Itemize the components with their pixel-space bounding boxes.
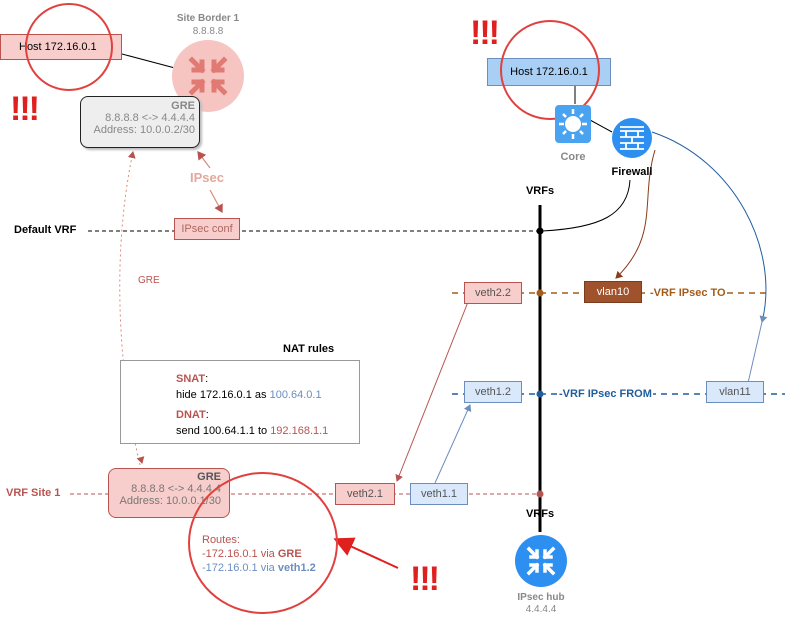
nat-rules-box: NAT rules SNAT: hide 172.16.0.1 as 100.6…	[120, 343, 360, 444]
ipsec-hub-icon[interactable]	[515, 535, 567, 587]
veth12-box[interactable]: veth1.2	[464, 381, 522, 403]
firewall-vlan11-curve	[651, 131, 768, 323]
nat-rules-title: NAT rules	[281, 343, 337, 355]
snat-text: hide 172.16.0.1 as	[176, 389, 270, 401]
exclamation-bottom: !!!	[410, 560, 440, 598]
ipsec-hub-ip: 4.4.4.4	[525, 604, 557, 615]
veth22-veth21-arrow	[395, 301, 469, 482]
veth11-veth12-arrow	[434, 404, 472, 484]
gre-bottom-line2: Address: 10.0.0.1/30	[119, 495, 221, 507]
vrf-site1-label: VRF Site 1	[6, 487, 63, 499]
vrfs-top-label: VRFs	[525, 185, 555, 197]
core-switch-icon[interactable]	[555, 105, 591, 143]
route1-prefix: -172.16.0.1 via	[202, 548, 278, 560]
alert-arrow	[333, 537, 399, 569]
ipsec-hub-title: IPsec hub	[517, 592, 565, 603]
alert-circle-routes	[188, 472, 338, 614]
alert-circle-host-right	[500, 20, 600, 120]
firewall-icon[interactable]	[612, 118, 652, 158]
gre-top-line2: Address: 10.0.0.2/30	[93, 124, 195, 136]
gre-bottom-line1: 8.8.8.8 <-> 4.4.4.4	[131, 483, 221, 495]
site-border-title: Site Border 1	[176, 13, 240, 24]
dnat-ip: 192.168.1.1	[270, 425, 329, 437]
ipsec-label: IPsec	[190, 170, 224, 185]
dnat-label: DNAT	[176, 409, 206, 421]
route2-prefix: -172.16.0.1 via	[202, 562, 278, 574]
vlan10-box[interactable]: vlan10	[584, 281, 642, 303]
vrf-ipsec-from-label: -VRF IPsec FROM	[558, 388, 653, 400]
ipsec-arrow-up	[197, 151, 211, 169]
snat-colon: :	[205, 373, 209, 385]
dnat-colon: :	[205, 409, 209, 421]
ipsec-arrow-down	[209, 189, 223, 214]
dnat-text: send 100.64.1.1 to	[176, 425, 271, 437]
core-firewall-link	[589, 119, 613, 133]
vrfs-bottom-label: VRFs	[525, 508, 555, 520]
firewall-vlan10-curve	[615, 149, 656, 279]
routes-title: Routes:	[202, 534, 240, 546]
gre-top-title: GRE	[171, 100, 195, 112]
alert-circle-host-left	[25, 3, 113, 91]
exclamation-right: !!!	[470, 14, 500, 52]
ipsec-conf-box[interactable]: IPsec conf	[174, 218, 240, 240]
site-border-ip: 8.8.8.8	[192, 26, 224, 37]
route2-via: veth1.2	[277, 562, 316, 574]
veth22-box[interactable]: veth2.2	[464, 282, 522, 304]
snat-ip: 100.64.0.1	[269, 389, 322, 401]
firewall-default-curve	[541, 179, 631, 232]
gre-bottom-title: GRE	[197, 471, 221, 483]
default-vrf-label: Default VRF	[14, 224, 79, 236]
route1-via: GRE	[277, 548, 302, 560]
snat-label: SNAT	[176, 373, 206, 385]
core-label: Core	[560, 151, 586, 163]
gre-tunnel-label: GRE	[138, 275, 160, 286]
firewall-label: Firewall	[611, 166, 653, 178]
veth21-box[interactable]: veth2.1	[335, 483, 395, 505]
vlan11-box[interactable]: vlan11	[706, 381, 764, 403]
vrf-ipsec-to-label: -VRF IPsec TO	[650, 287, 726, 299]
exclamation-left: !!!	[10, 90, 40, 128]
veth11-box[interactable]: veth1.1	[410, 483, 468, 505]
gre-top-line1: 8.8.8.8 <-> 4.4.4.4	[105, 112, 195, 124]
gre-top-box[interactable]: GRE 8.8.8.8 <-> 4.4.4.4 Address: 10.0.0.…	[80, 96, 200, 148]
